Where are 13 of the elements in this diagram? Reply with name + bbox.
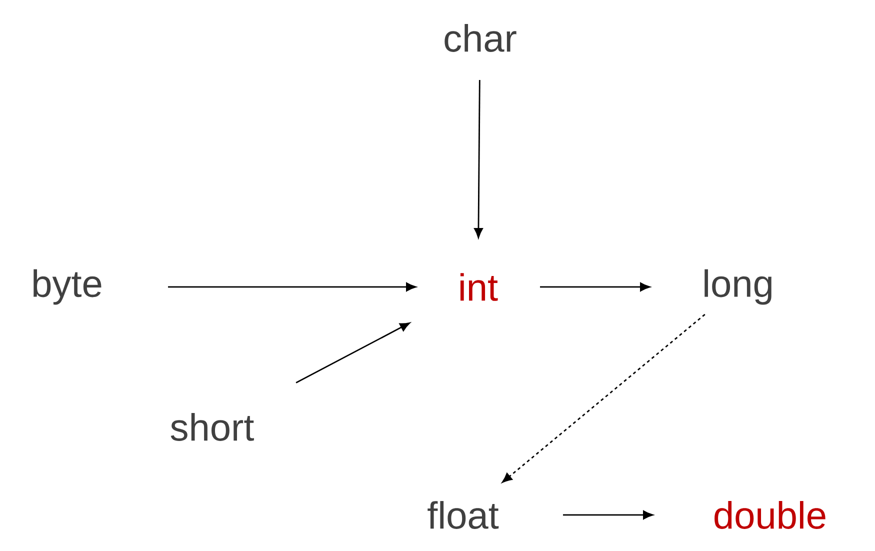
arrow bbox=[474, 80, 483, 238]
type-label: int bbox=[460, 273, 498, 301]
arrow bbox=[563, 510, 654, 520]
arrow bbox=[502, 314, 706, 483]
arrow bbox=[540, 282, 650, 292]
type-label: byte bbox=[34, 269, 102, 305]
type-label: short bbox=[170, 413, 254, 441]
type-label: double bbox=[714, 501, 826, 529]
type-label: float bbox=[428, 501, 499, 529]
arrow bbox=[168, 282, 416, 292]
type-label: char bbox=[444, 24, 516, 52]
type-label: long bbox=[704, 269, 772, 305]
arrow bbox=[296, 322, 410, 384]
